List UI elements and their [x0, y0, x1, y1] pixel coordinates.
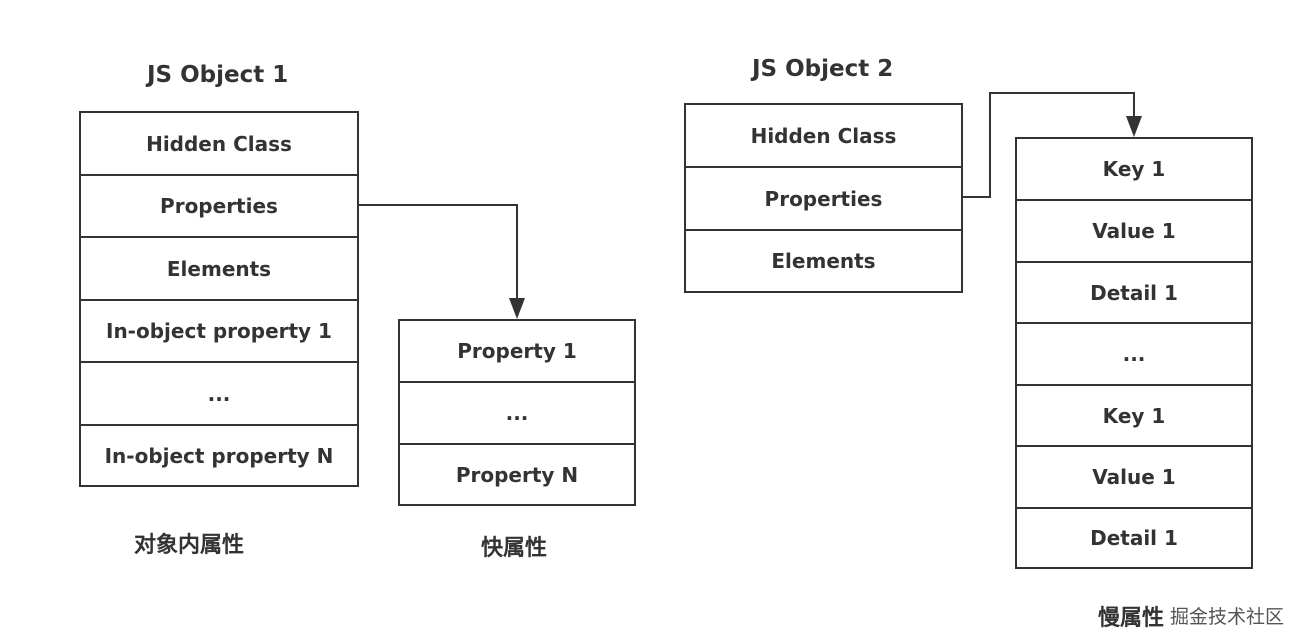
obj2-properties-cell: Properties — [686, 168, 961, 231]
slow-ellipsis-cell: ... — [1017, 324, 1251, 386]
js-object-2-title: JS Object 2 — [752, 56, 894, 82]
obj1-elements-cell: Elements — [81, 238, 357, 301]
slow-properties-box: Key 1 Value 1 Detail 1 ... Key 1 Value 1… — [1015, 137, 1253, 569]
slow-key-2-cell: Key 1 — [1017, 386, 1251, 447]
slow-value-1-cell: Value 1 — [1017, 201, 1251, 263]
watermark-text: 掘金技术社区 — [1170, 606, 1285, 628]
fast-property-1-cell: Property 1 — [400, 321, 634, 383]
obj2-hidden-class-cell: Hidden Class — [686, 105, 961, 168]
obj1-to-fast-arrow-line — [359, 204, 518, 303]
obj2-elements-cell: Elements — [771, 249, 876, 273]
js-object-2-box: Hidden Class Properties Elements — [684, 103, 963, 293]
fast-properties-box: Property 1 ... Property N — [398, 319, 636, 506]
slow-detail-2-cell: Detail 1 — [1090, 526, 1178, 550]
obj2-to-slow-arrowhead — [1126, 116, 1142, 137]
obj1-ellipsis-cell: ... — [81, 363, 357, 426]
js-object-1-box: Hidden Class Properties Elements In-obje… — [79, 111, 359, 487]
js-object-1-title: JS Object 1 — [147, 62, 289, 88]
in-object-properties-caption: 对象内属性 — [134, 533, 245, 558]
obj1-to-fast-arrowhead — [509, 298, 525, 319]
obj1-in-object-property-1-cell: In-object property 1 — [81, 301, 357, 363]
obj2-to-slow-arrow-line — [963, 92, 1135, 198]
fast-properties-caption: 快属性 — [481, 536, 548, 561]
fast-property-n-cell: Property N — [455, 462, 579, 487]
obj1-in-object-property-n-cell: In-object property N — [104, 443, 334, 468]
slow-properties-caption: 慢属性 — [1098, 606, 1165, 631]
obj1-hidden-class-cell: Hidden Class — [81, 113, 357, 176]
fast-ellipsis-cell: ... — [400, 383, 634, 445]
slow-value-2-cell: Value 1 — [1017, 447, 1251, 509]
obj1-properties-cell: Properties — [81, 176, 357, 238]
slow-key-1-cell: Key 1 — [1017, 139, 1251, 201]
slow-detail-1-cell: Detail 1 — [1017, 263, 1251, 324]
